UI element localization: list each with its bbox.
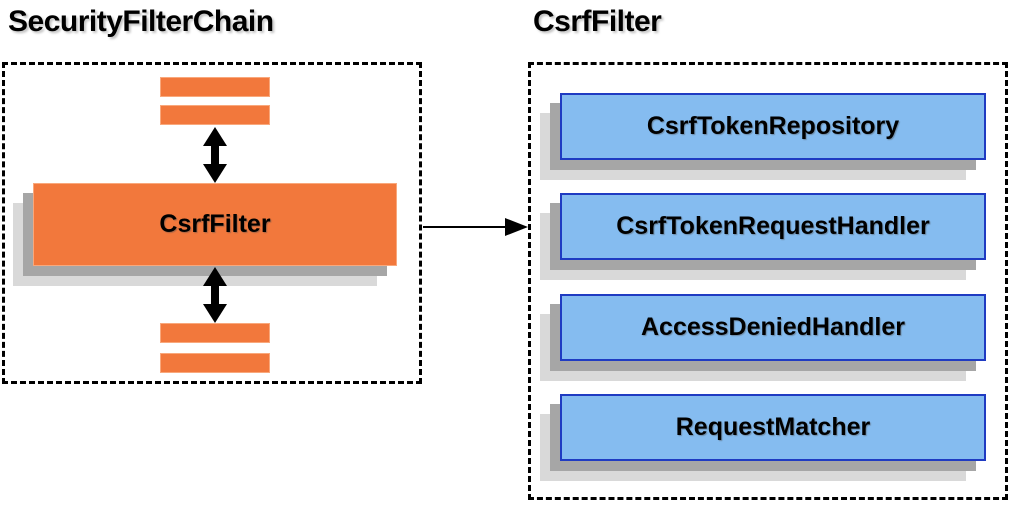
component-label: AccessDeniedHandler: [640, 313, 905, 341]
csrf-filter-box-label: CsrfFilter: [159, 210, 271, 238]
component-label: RequestMatcher: [675, 413, 871, 441]
component-box-request-matcher: RequestMatcher: [560, 394, 986, 461]
filter-bar: [160, 77, 270, 97]
flow-arrow-icon: [423, 218, 528, 236]
component-box-access-denied-handler: AccessDeniedHandler: [560, 294, 986, 361]
filter-bar: [160, 353, 270, 373]
filter-bar: [160, 323, 270, 343]
component-label: CsrfTokenRequestHandler: [616, 212, 930, 240]
bidirectional-arrow-icon: [203, 127, 227, 183]
security-filter-chain-container: CsrfFilter: [2, 62, 422, 384]
component-box-csrf-token-request-handler: CsrfTokenRequestHandler: [560, 193, 986, 260]
component-box-csrf-token-repository: CsrfTokenRepository: [560, 93, 986, 160]
csrf-filter-container: CsrfTokenRepository CsrfTokenRequestHand…: [528, 62, 1008, 500]
bidirectional-arrow-icon: [203, 267, 227, 323]
csrf-filter-box: CsrfFilter: [33, 183, 397, 266]
csrf-filter-title: CsrfFilter: [533, 5, 662, 38]
filter-bar: [160, 105, 270, 125]
security-filter-chain-title: SecurityFilterChain: [8, 5, 274, 38]
component-label: CsrfTokenRepository: [646, 112, 900, 140]
